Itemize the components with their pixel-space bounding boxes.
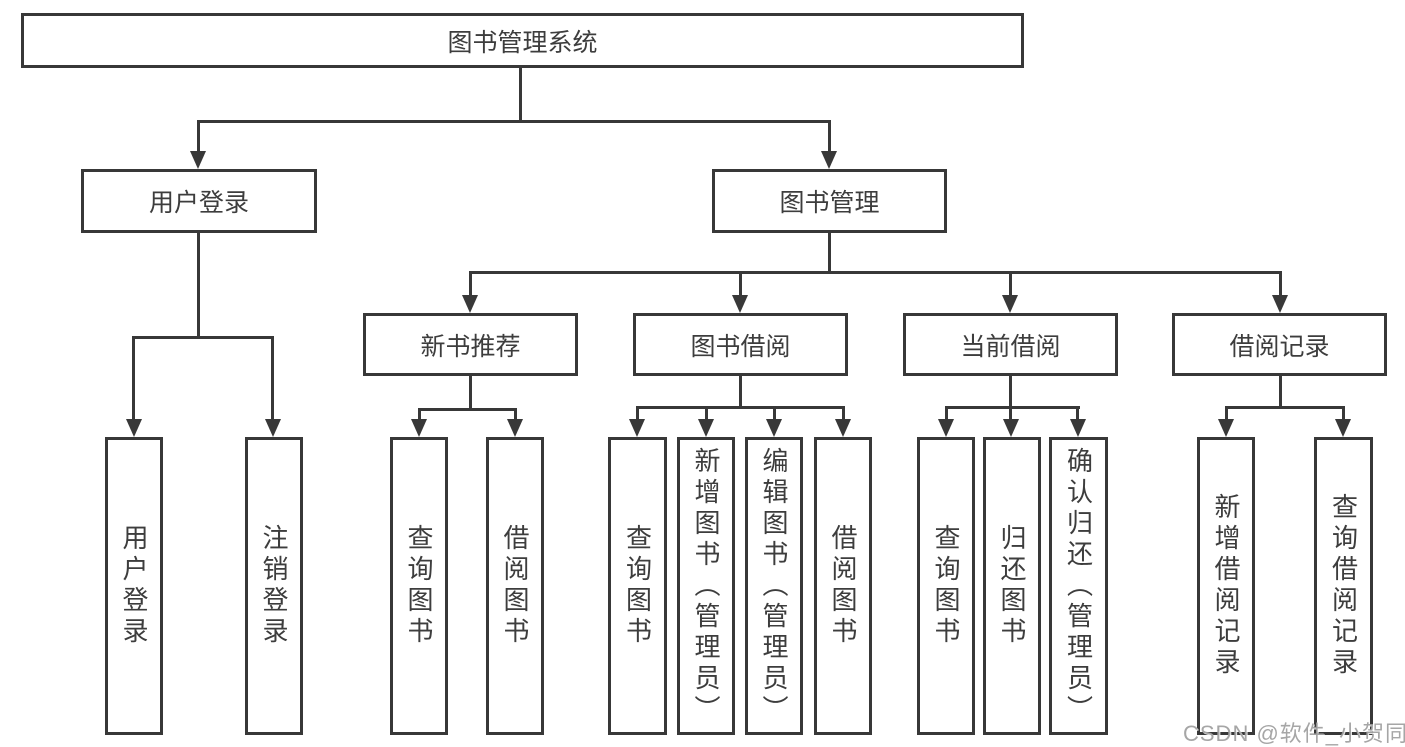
leaf-return-books: 归还图书	[983, 437, 1041, 735]
arrow-down-icon	[938, 419, 954, 437]
arrow-down-icon	[1335, 419, 1351, 437]
node-library-management-system: 图书管理系统	[21, 13, 1024, 68]
csdn-watermark: CSDN @软件_小贺同学	[1183, 721, 1405, 746]
connector-stub	[945, 406, 948, 421]
connector-book-mgmt-vertical	[828, 233, 831, 271]
connector-stub	[705, 406, 708, 421]
leaf-label: 借阅图书	[828, 524, 858, 648]
leaf-label: 新增图书（管理员）	[691, 446, 721, 726]
connector-stub-leaf-logout	[271, 336, 274, 421]
node-book-borrowing: 图书借阅	[633, 313, 848, 376]
connector-stub-book-management	[828, 120, 831, 153]
connector-borrow-record-vertical	[1279, 376, 1282, 406]
node-book-management: 图书管理	[712, 169, 947, 233]
connector-book-borrow-vertical	[739, 376, 742, 406]
connector-new-book-horizontal	[418, 408, 517, 411]
arrow-down-icon	[698, 419, 714, 437]
arrow-down-icon	[126, 419, 142, 437]
arrow-down-icon	[411, 419, 427, 437]
arrow-down-icon	[732, 295, 748, 313]
leaf-query-books-borrowing: 查询图书	[608, 437, 667, 735]
leaf-query-books-recommend: 查询图书	[390, 437, 448, 735]
connector-borrow-record-horizontal	[1225, 406, 1345, 409]
arrow-down-icon	[1070, 419, 1086, 437]
connector-stub-user-login	[197, 120, 200, 153]
connector-stub	[636, 406, 639, 421]
node-label: 当前借阅	[960, 332, 1061, 361]
leaf-label: 归还图书	[997, 524, 1027, 648]
connector-current-borrow-horizontal	[945, 406, 1080, 409]
leaf-confirm-return-admin: 确认归还（管理员）	[1049, 437, 1108, 735]
leaf-borrow-books-borrowing: 借阅图书	[814, 437, 872, 735]
connector-root-horizontal	[197, 120, 831, 123]
connector-book-borrow-horizontal	[636, 406, 845, 409]
connector-stub	[1009, 406, 1012, 421]
node-label: 图书管理	[779, 189, 880, 217]
arrow-down-icon	[835, 419, 851, 437]
arrow-down-icon	[265, 419, 281, 437]
connector-stub	[1225, 406, 1228, 421]
leaf-label: 查询图书	[622, 524, 653, 648]
connector-root-vertical	[519, 68, 522, 120]
leaf-label: 确认归还（管理员）	[1063, 446, 1094, 726]
leaf-label: 查询图书	[404, 524, 434, 648]
connector-stub-leaf-user-login	[132, 336, 135, 421]
connector-stub	[514, 408, 517, 421]
connector-stub-new-book	[469, 271, 472, 297]
leaf-query-books-current: 查询图书	[917, 437, 975, 735]
node-label: 借阅记录	[1229, 332, 1330, 361]
node-label: 图书借阅	[690, 332, 791, 361]
node-borrowing-records: 借阅记录	[1172, 313, 1387, 376]
connector-user-login-horizontal	[132, 336, 274, 339]
connector-stub	[842, 406, 845, 421]
arrow-down-icon	[507, 419, 523, 437]
arrow-down-icon	[190, 151, 206, 169]
node-user-login: 用户登录	[81, 169, 317, 233]
node-new-book-recommend: 新书推荐	[363, 313, 578, 376]
connector-stub-current-borrow	[1009, 271, 1012, 297]
leaf-label: 借阅图书	[500, 524, 530, 648]
connector-stub-book-borrow	[739, 271, 742, 297]
leaf-label: 用户登录	[119, 524, 149, 648]
connector-stub	[418, 408, 421, 421]
leaf-user-login: 用户登录	[105, 437, 163, 735]
arrow-down-icon	[462, 295, 478, 313]
leaf-borrow-books-recommend: 借阅图书	[486, 437, 544, 735]
connector-current-borrow-vertical	[1009, 376, 1012, 406]
arrow-down-icon	[1003, 419, 1019, 437]
leaf-edit-books-admin: 编辑图书（管理员）	[745, 437, 803, 735]
leaf-label: 查询借阅记录	[1328, 493, 1359, 679]
connector-stub	[1342, 406, 1345, 421]
node-label: 新书推荐	[420, 332, 521, 361]
connector-book-mgmt-horizontal	[469, 271, 1282, 274]
arrow-down-icon	[629, 419, 645, 437]
arrow-down-icon	[1272, 295, 1288, 313]
leaf-label: 查询图书	[931, 524, 961, 648]
leaf-logout: 注销登录	[245, 437, 303, 735]
arrow-down-icon	[1218, 419, 1234, 437]
arrow-down-icon	[821, 151, 837, 169]
node-current-borrowing: 当前借阅	[903, 313, 1118, 376]
leaf-label: 编辑图书（管理员）	[759, 446, 789, 726]
connector-stub	[1076, 406, 1079, 421]
leaf-add-borrow-record: 新增借阅记录	[1197, 437, 1255, 735]
arrow-down-icon	[1002, 295, 1018, 313]
leaf-label: 新增借阅记录	[1211, 493, 1241, 679]
leaf-label: 注销登录	[259, 524, 289, 648]
node-label: 图书管理系统	[447, 28, 598, 57]
arrow-down-icon	[766, 419, 782, 437]
connector-new-book-vertical	[469, 376, 472, 408]
node-label: 用户登录	[148, 189, 249, 217]
leaf-query-borrow-record: 查询借阅记录	[1314, 437, 1373, 735]
leaf-add-books-admin: 新增图书（管理员）	[677, 437, 735, 735]
connector-stub-borrow-record	[1279, 271, 1282, 297]
connector-user-login-vertical	[197, 233, 200, 336]
connector-stub	[773, 406, 776, 421]
